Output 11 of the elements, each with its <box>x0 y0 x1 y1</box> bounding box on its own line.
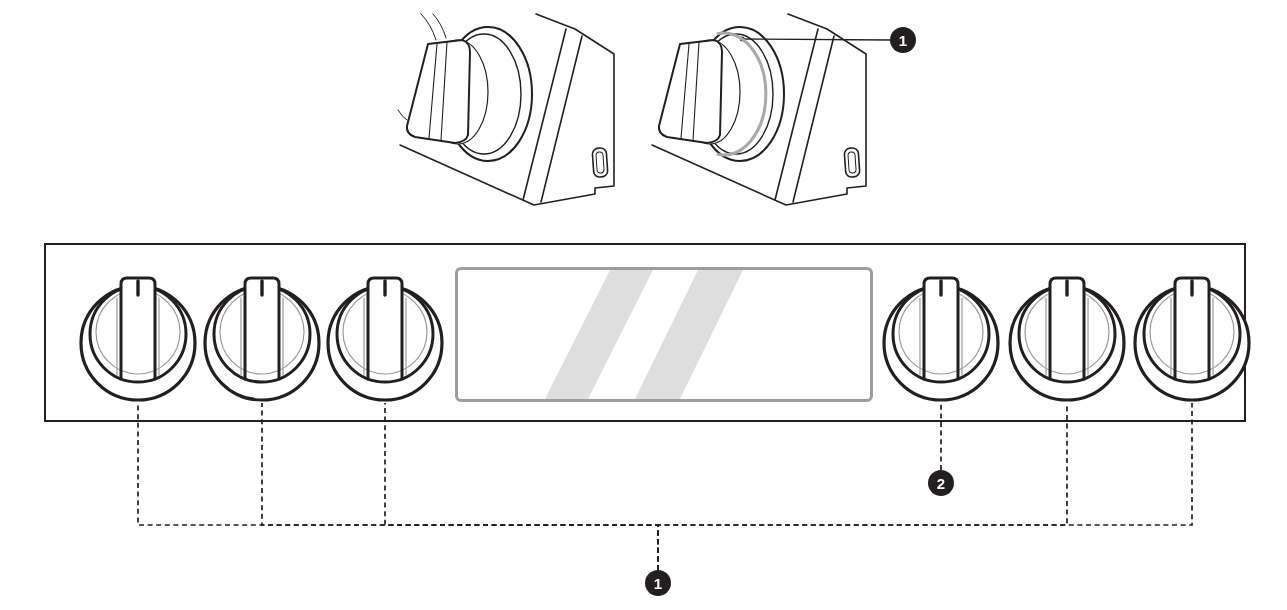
control-knob <box>324 275 446 403</box>
control-knob <box>77 275 199 403</box>
control-knob <box>1131 275 1253 403</box>
leader-line <box>940 402 942 471</box>
control-knob <box>201 275 323 403</box>
callout-number: 1 <box>890 27 916 53</box>
callout-number: 2 <box>928 470 954 496</box>
callout-number: 1 <box>645 570 671 596</box>
control-knob <box>880 275 1002 403</box>
leader-line <box>739 36 891 42</box>
control-knob <box>1006 275 1128 403</box>
